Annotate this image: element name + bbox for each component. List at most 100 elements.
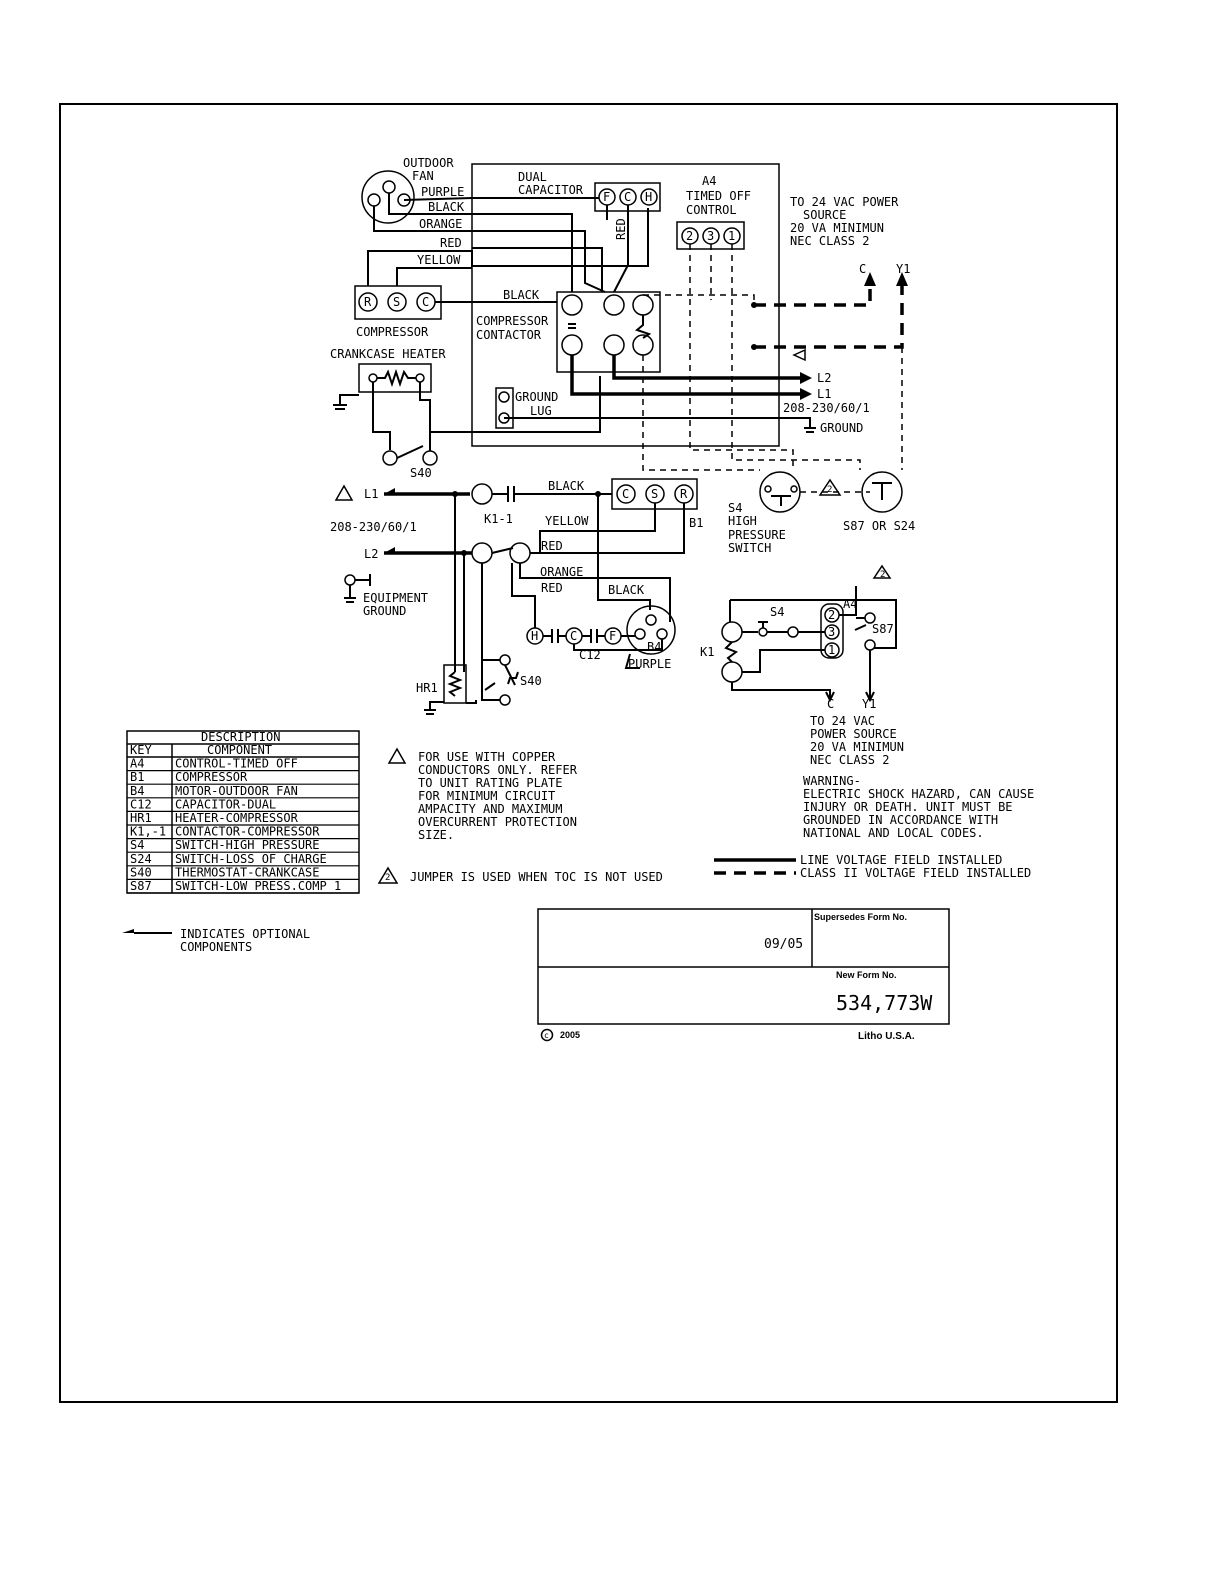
a4-terminal-3: 3: [707, 229, 714, 243]
note-2-text: JUMPER IS USED WHEN TOC IS NOT USED: [410, 870, 663, 884]
schem-c12-label: C12: [579, 648, 601, 662]
equipment-ground-label-1: EQUIPMENT: [363, 591, 428, 605]
compressor-terminal-r: R: [364, 295, 372, 309]
ctrl-a4-t1: 1: [828, 643, 835, 657]
table-cell-component: CONTACTOR-COMPRESSOR: [175, 825, 320, 839]
note-1-line-5: AMPACITY AND MAXIMUM: [418, 802, 563, 816]
note-1-line-7: SIZE.: [418, 828, 454, 842]
a4-terminal-1: 1: [728, 229, 735, 243]
schem-hr1-label: HR1: [416, 681, 438, 695]
page-frame: [59, 103, 1118, 1403]
equipment-ground-label-2: GROUND: [363, 604, 406, 618]
s4-label-2: HIGH: [728, 514, 757, 528]
a4-label-1: A4: [702, 174, 716, 188]
schem-black-label: BLACK: [548, 479, 585, 493]
form-number: 534,773W: [836, 991, 933, 1015]
s40-top-label: S40: [410, 466, 432, 480]
note-1-line-4: FOR MINIMUM CIRCUIT: [418, 789, 555, 803]
table-cell-component: SWITCH-LOW PRESS.COMP 1: [175, 879, 341, 893]
a4-terminal-2: 2: [686, 229, 693, 243]
dual-capacitor-label-2: CAPACITOR: [518, 183, 584, 197]
table-cell-key: A4: [130, 757, 144, 771]
table-cell-component: CAPACITOR-DUAL: [175, 797, 276, 811]
a4-label-3: CONTROL: [686, 203, 737, 217]
table-cell-key: B1: [130, 770, 144, 784]
note-1-line-3: TO UNIT RATING PLATE: [418, 776, 563, 790]
s4-label-4: SWITCH: [728, 541, 771, 555]
schem-fan-motor-b4: [626, 605, 676, 655]
schem-red-label: RED: [541, 539, 563, 553]
schem-b1-c: C: [622, 487, 629, 501]
table-cell-key: K1,-1: [130, 825, 166, 839]
table-cell-key: S24: [130, 852, 152, 866]
ctrl-a4-t2: 2: [828, 608, 835, 622]
compressor-terminal-c: C: [422, 295, 429, 309]
table-cell-component: COMPRESSOR: [175, 770, 248, 784]
legend-line-voltage: LINE VOLTAGE FIELD INSTALLED: [800, 853, 1002, 867]
power-top-label-1: TO 24 VAC POWER: [790, 195, 899, 209]
ctrl-s87-label: S87: [872, 622, 894, 636]
cap-terminal-h: H: [645, 190, 652, 204]
table-cell-key: S87: [130, 879, 152, 893]
crankcase-heater: [358, 363, 432, 393]
optional-label-2: COMPONENTS: [180, 940, 252, 954]
note-2-number: 2: [385, 873, 390, 883]
copyright-year: 2005: [560, 1030, 580, 1040]
power-top-label-2: SOURCE: [803, 208, 846, 222]
table-cell-key: S40: [130, 865, 152, 879]
jumper-note-marker-top: 2: [827, 485, 832, 495]
compressor-label: COMPRESSOR: [356, 325, 429, 339]
fan-label-outdoor: OUTDOOR: [403, 156, 454, 170]
table-cell-key: C12: [130, 797, 152, 811]
ctrl-a4-t3: 3: [828, 625, 835, 639]
fan-label-fan: FAN: [412, 169, 434, 183]
schem-heater-hr1: [443, 664, 467, 704]
ground-lug-label-2: LUG: [530, 404, 552, 418]
table-cell-component: MOTOR-OUTDOOR FAN: [175, 784, 298, 798]
ctrl-y1-label: Y1: [862, 697, 876, 711]
crankcase-heater-label: CRANKCASE HEATER: [330, 347, 446, 361]
schem-b1-label: B1: [689, 516, 703, 530]
schem-cap-f: F: [609, 629, 616, 643]
warning-line-1: WARNING-: [803, 774, 861, 788]
s4-label-3: PRESSURE: [728, 528, 786, 542]
litho-label: Litho U.S.A.: [858, 1031, 915, 1042]
schem-purple-label: PURPLE: [628, 657, 671, 671]
schem-l1-label: L1: [364, 487, 378, 501]
copyright-icon: c: [544, 1031, 549, 1040]
ctrl-a4-label: A4: [843, 597, 857, 611]
note-1-marker: [387, 747, 407, 764]
wire-label-yellow: YELLOW: [417, 253, 461, 267]
compressor-black-label: BLACK: [503, 288, 540, 302]
table-cell-component: SWITCH-LOSS OF CHARGE: [175, 852, 327, 866]
ctrl-c-label: C: [827, 697, 834, 711]
top-l2-label: L2: [817, 371, 831, 385]
compressor-contactor: [556, 291, 661, 373]
power-top-y1: Y1: [896, 262, 910, 276]
contactor-label-2: CONTACTOR: [476, 328, 542, 342]
a4-label-2: TIMED OFF: [686, 189, 751, 203]
note-1-line-6: OVERCURRENT PROTECTION: [418, 815, 577, 829]
s87-or-s24-switch: [861, 471, 903, 513]
schem-yellow-label: YELLOW: [545, 514, 589, 528]
schem-cap-h: H: [531, 629, 538, 643]
table-cell-key: HR1: [130, 811, 152, 825]
ctrl-k1-label: K1: [700, 645, 714, 659]
warning-line-2: ELECTRIC SHOCK HAZARD, CAN CAUSE: [803, 787, 1034, 801]
schem-cap-c: C: [570, 629, 577, 643]
title-block-date: 09/05: [764, 937, 803, 952]
optional-label-1: INDICATES OPTIONAL: [180, 927, 310, 941]
schem-b1-s: S: [651, 487, 658, 501]
wire-label-black: BLACK: [428, 200, 465, 214]
schem-k1-1-label: K1-1: [484, 512, 513, 526]
note-1-line-2: CONDUCTORS ONLY. REFER: [418, 763, 578, 777]
jumper-note-marker-ctrl: 2: [880, 570, 885, 580]
schem-voltage-label: 208-230/60/1: [330, 520, 417, 534]
schem-orange-label: ORANGE: [540, 565, 583, 579]
ctrl-power-label-1: TO 24 VAC: [810, 714, 875, 728]
table-cell-component: THERMOSTAT-CRANKCASE: [175, 865, 320, 879]
compressor-terminal-s: S: [393, 295, 400, 309]
note-2-marker: [377, 866, 399, 884]
ground-lug: [495, 387, 514, 429]
power-top-c: C: [859, 262, 866, 276]
